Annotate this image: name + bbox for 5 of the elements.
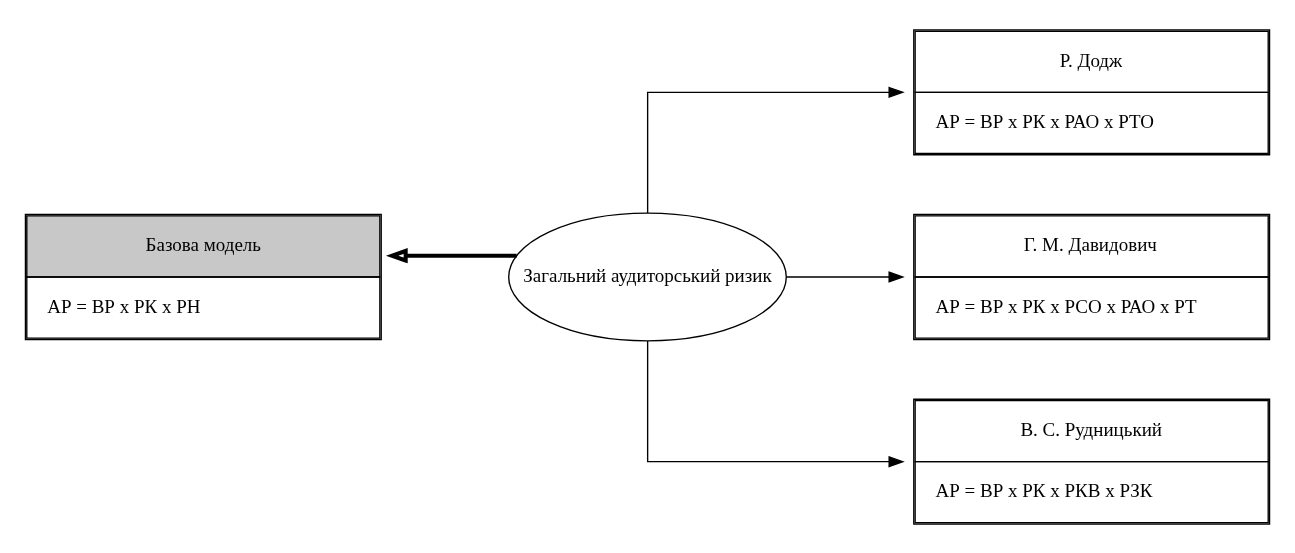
node-ellipse: Загальний аудиторський ризик	[508, 212, 787, 341]
arrow	[646, 339, 905, 467]
arrow	[385, 247, 517, 263]
arrow	[785, 270, 905, 283]
arrow	[646, 86, 905, 214]
